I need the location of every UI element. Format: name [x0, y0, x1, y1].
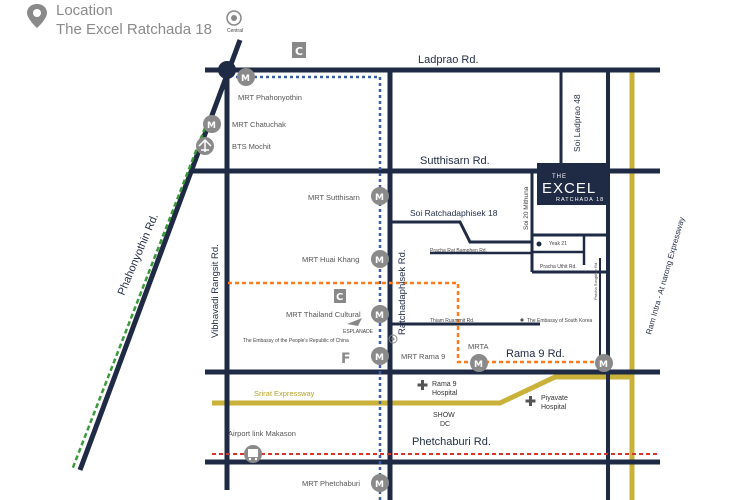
intersection-node: [218, 61, 236, 79]
svg-text:C: C: [336, 292, 343, 303]
station-label-airport-link: Airport link Makason: [228, 429, 296, 438]
fortune-logo-icon: F: [341, 351, 351, 367]
big-c-logo-icon: C: [334, 289, 346, 303]
location-pin-icon: [27, 4, 47, 28]
svg-text:Central: Central: [227, 28, 243, 34]
svg-text:M: M: [599, 360, 608, 370]
svg-text:RATCHADA 18: RATCHADA 18: [556, 197, 604, 203]
road-label-phahonyothin: Phahonyothin Rd.: [116, 212, 161, 297]
svg-text:M: M: [375, 256, 384, 266]
hospital-cross-icon: [525, 396, 536, 406]
place-label-piyavate-2: Hospital: [541, 404, 567, 411]
big-c-logo-icon: C: [292, 42, 306, 58]
place-label-piyavate-1: Piyavate: [541, 395, 568, 402]
svg-text:M: M: [375, 193, 384, 203]
road-label-soi-20-mithuna: Soi 20 Mithuna: [523, 186, 530, 230]
station-label-mochit: BTS Mochit: [232, 142, 272, 151]
project-location-dot: [536, 241, 542, 247]
hospital-cross-icon: [417, 380, 428, 390]
svg-text:M: M: [375, 311, 384, 321]
esplanade-logo-icon: ESPLANADE: [343, 318, 374, 335]
mrt-station-icon: M: [371, 474, 389, 492]
road-label-pracha-rat-bamphen: Pracha Rat Bamphen Rd.: [430, 248, 487, 254]
place-label-rama9-hospital-2: Hospital: [432, 390, 458, 397]
station-label-chatuchak: MRT Chatuchak: [232, 120, 286, 129]
svg-text:M: M: [375, 353, 384, 363]
station-label-rama9: MRT Rama 9: [401, 352, 445, 361]
airport-link-icon: [244, 445, 262, 463]
mrt-station-icon: M: [371, 187, 389, 205]
road-label-ladprao: Ladprao Rd.: [418, 54, 479, 66]
road-label-phetchaburi: Phetchaburi Rd.: [412, 436, 491, 448]
road-label-sutthisarn: Sutthisarn Rd.: [420, 155, 490, 167]
svg-text:M: M: [375, 480, 384, 490]
station-label-phahonyothin: MRT Phahonyothin: [238, 93, 302, 102]
road-label-vibhavadi: Vibhavadi Rangsit Rd.: [210, 244, 221, 338]
road-label-yeak-21: Yeak 21: [549, 241, 567, 247]
mrt-station-icon: M: [371, 347, 389, 365]
station-label-huai-khwang: MRT Huai Khang: [302, 255, 359, 264]
header-subtitle: The Excel Ratchada 18: [56, 21, 212, 38]
place-label-show-dc-2: DC: [440, 421, 450, 428]
road-label-soi-ladprao-48: Soi Ladprao 48: [572, 94, 582, 152]
road-label-ram-intra: Ram Intra - At narong Expressway: [644, 216, 686, 336]
mrt-station-icon: M: [470, 354, 488, 372]
place-label-embassy-korea: The Embassy of South Korea: [527, 318, 593, 324]
svg-text:M: M: [207, 121, 216, 131]
road-label-soi-ratchadaphisek-18: Soi Ratchadaphisek 18: [410, 208, 498, 218]
road-label-ratchadaphisek: Ratchadaphisek Rd.: [397, 249, 408, 335]
svg-text:THE: THE: [552, 174, 567, 180]
road-label-pracha-uthit: Pracha Uthit Rd.: [540, 264, 577, 270]
expressway-lines: [212, 72, 635, 500]
central-logo-icon: [388, 334, 398, 344]
central-logo-icon: Central: [226, 10, 243, 34]
place-label-embassy-china: The Embassy of the People's Republic of …: [243, 338, 349, 344]
bts-station-icon: [196, 137, 214, 155]
place-label-show-dc-1: SHOW: [433, 412, 455, 419]
svg-text:ESPLANADE: ESPLANADE: [343, 329, 374, 335]
svg-text:EXCEL: EXCEL: [542, 180, 596, 197]
mrt-station-icon: M: [595, 354, 613, 372]
svg-text:M: M: [241, 74, 250, 84]
project-brand-box: THE EXCEL RATCHADA 18: [537, 163, 606, 205]
station-label-phetchaburi: MRT Phetchaburi: [302, 479, 360, 488]
station-label-mrta: MRTA: [468, 342, 489, 351]
mrt-station-icon: M: [237, 68, 255, 86]
road-label-rama9: Rama 9 Rd.: [506, 348, 565, 360]
station-label-thailand-cultural: MRT Thailand Cultural: [286, 310, 361, 319]
mrt-station-icon: M: [203, 115, 221, 133]
mrt-station-icon: M: [371, 250, 389, 268]
embassy-korea-dot: [520, 318, 524, 322]
road-label-srirat-expressway: Srirat Expressway: [254, 389, 315, 398]
road-network: [77, 39, 660, 500]
svg-text:C: C: [295, 45, 303, 58]
road-label-pracha-songkhro: Pracha Songkhro Rd.: [593, 262, 598, 300]
header-title: Location: [56, 2, 113, 19]
place-label-rama9-hospital-1: Rama 9: [432, 381, 457, 388]
station-label-sutthisarn: MRT Sutthisarn: [308, 193, 360, 202]
mrt-station-icon: M: [371, 305, 389, 323]
svg-text:M: M: [474, 360, 483, 370]
svg-text:F: F: [341, 351, 351, 367]
road-label-thiam-ruammit: Thiam Ruammit Rd.: [430, 318, 474, 324]
